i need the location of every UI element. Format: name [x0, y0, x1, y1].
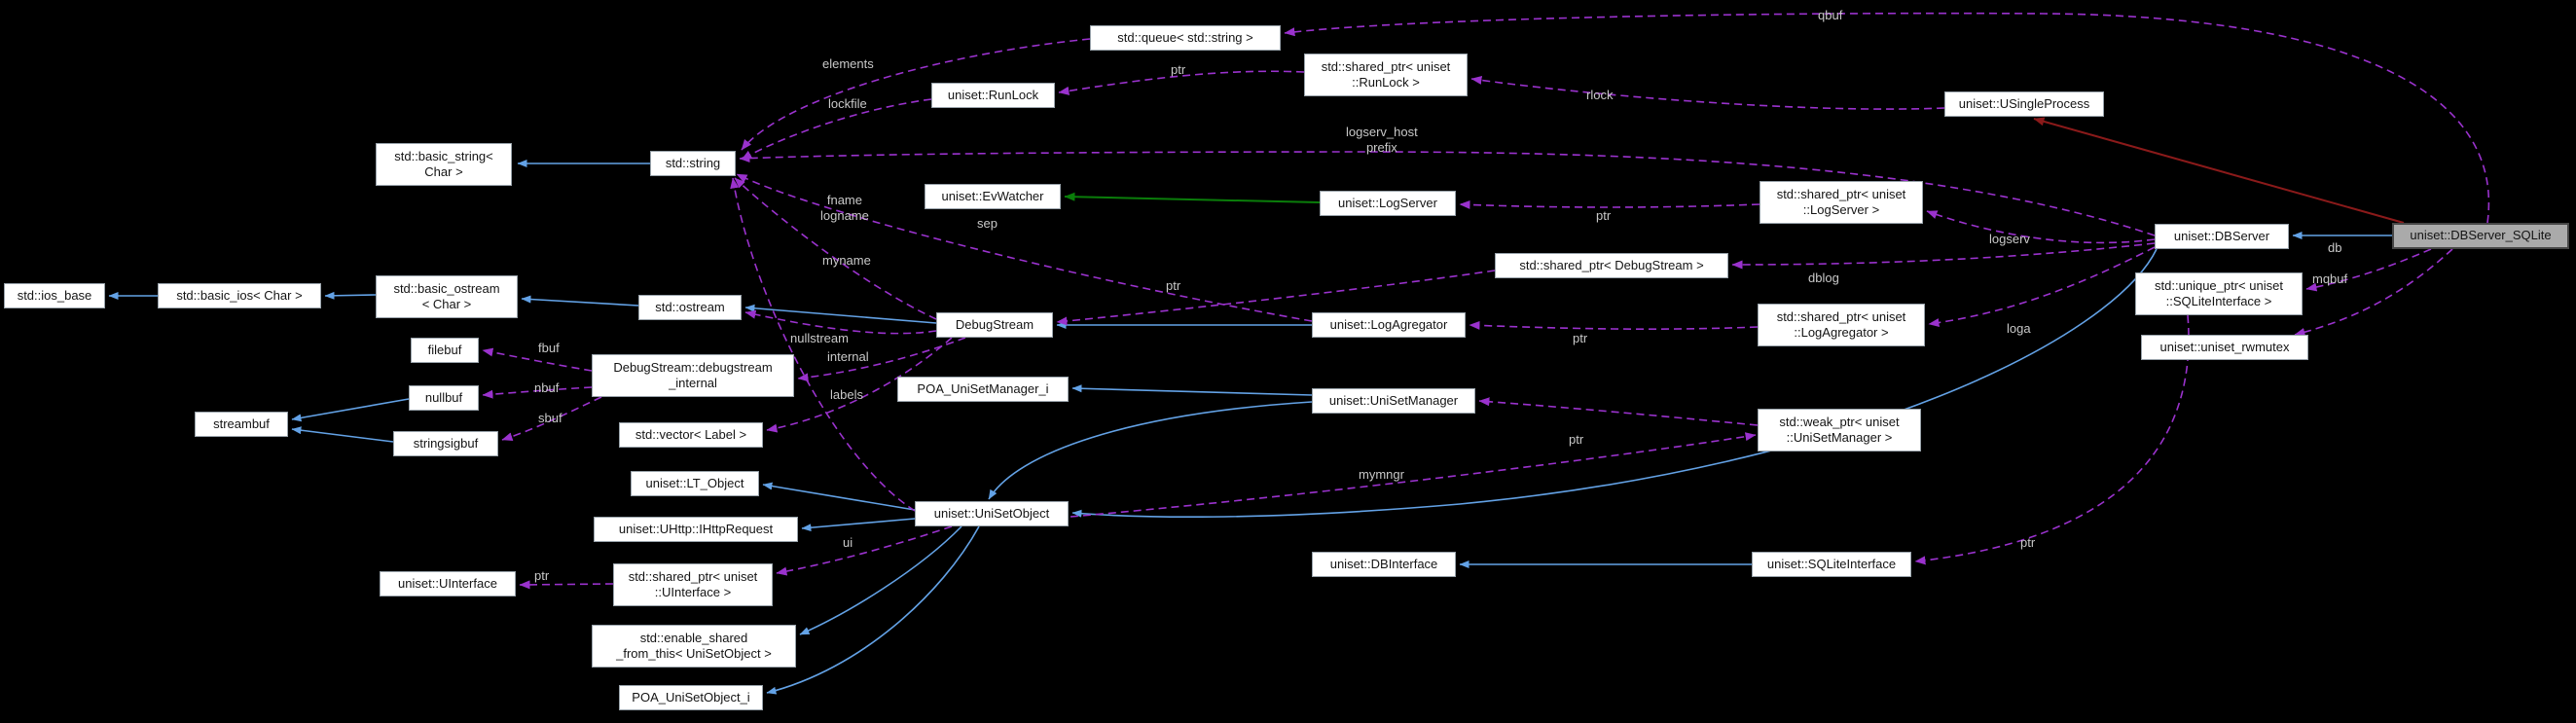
node-lt_object[interactable]: uniset::LT_Object: [631, 471, 759, 496]
edge-up_sqliteinterface-to-sqliteinterface: [1914, 314, 2190, 565]
edge-dbserver-to-sp_logserver: [1926, 210, 2156, 244]
edge-sp_runlock-to-runlock: [1058, 70, 1305, 95]
node-sqliteinterface[interactable]: uniset::SQLiteInterface: [1752, 552, 1911, 577]
edge-dbserver_sqlite-to-usingleprocess: [2033, 117, 2405, 224]
edge-ds_internal-to-stringsigbuf: [501, 396, 602, 442]
edge-stringsigbuf-to-streambuf: [291, 426, 394, 443]
edge-ds_internal-to-nullbuf: [482, 386, 593, 399]
node-stringsigbuf[interactable]: stringsigbuf: [393, 431, 498, 456]
edge-sp_logagregator-to-logagregator: [1469, 320, 1759, 330]
edge-unisetobject-to-sp_uinterface: [776, 525, 953, 576]
edge-dbserver-to-unisetobject: [1071, 248, 2158, 519]
edge-unisetmanager-to-poa_unisetmanager_i: [1071, 384, 1313, 396]
node-unisetobject[interactable]: uniset::UniSetObject: [915, 501, 1069, 526]
node-dbserver[interactable]: uniset::DBServer: [2155, 224, 2289, 249]
node-evwatcher[interactable]: uniset::EvWatcher: [925, 184, 1061, 209]
node-sp_logagregator[interactable]: std::shared_ptr< uniset ::LogAgregator >: [1758, 304, 1925, 346]
edge-dbserver-to-sp_logagregator: [1928, 246, 2156, 328]
node-streambuf[interactable]: streambuf: [195, 412, 288, 437]
node-ios_base[interactable]: std::ios_base: [4, 283, 105, 308]
edge-sp_uinterface-to-uinterface: [519, 580, 614, 590]
edge-usingleprocess-to-sp_runlock: [1470, 76, 1945, 110]
edge-nullbuf-to-streambuf: [291, 398, 410, 422]
edge-dbserver-to-string: [739, 151, 2156, 236]
edge-unisetobject-to-ihttprequest: [801, 518, 916, 532]
node-poa_unisetmanager_i[interactable]: POA_UniSetManager_i: [897, 377, 1069, 402]
edge-debugstream-to-string: [734, 177, 937, 320]
node-unisetmanager[interactable]: uniset::UniSetManager: [1312, 388, 1475, 414]
node-up_sqliteinterface[interactable]: std::unique_ptr< uniset ::SQLiteInterfac…: [2135, 272, 2303, 315]
node-sp_uinterface[interactable]: std::shared_ptr< uniset ::UInterface >: [613, 563, 773, 606]
node-runlock[interactable]: uniset::RunLock: [931, 83, 1055, 108]
node-nullbuf[interactable]: nullbuf: [409, 385, 479, 411]
edge-runlock-to-string: [741, 98, 932, 161]
edge-queue_string-to-string: [741, 38, 1091, 151]
edge-unisetobject-to-lt_object: [762, 482, 916, 511]
node-logserver[interactable]: uniset::LogServer: [1320, 191, 1456, 216]
edge-logagregator-to-string: [736, 173, 1313, 322]
node-basic_ostream[interactable]: std::basic_ostream < Char >: [376, 275, 518, 318]
node-usingleprocess[interactable]: uniset::USingleProcess: [1944, 91, 2104, 117]
node-basic_string[interactable]: std::basic_string< Char >: [376, 143, 512, 186]
edge-dbserver_sqlite-to-up_sqliteinterface: [2305, 248, 2432, 292]
edge-dbserver-to-sp_debugstream: [1731, 242, 2156, 270]
edge-dbserver_sqlite-to-rwmutex: [2294, 248, 2453, 337]
node-ihttprequest[interactable]: uniset::UHttp::IHttpRequest: [594, 517, 798, 542]
edge-sp_logserver-to-logserver: [1459, 199, 1760, 209]
edge-dbserver_sqlite-to-queue_string: [1284, 12, 2490, 224]
edge-wp_unisetmanager-to-unisetmanager: [1478, 397, 1759, 426]
node-sp_logserver[interactable]: std::shared_ptr< uniset ::LogServer >: [1760, 181, 1923, 224]
node-sp_debugstream[interactable]: std::shared_ptr< DebugStream >: [1495, 253, 1728, 278]
edge-ds_internal-to-filebuf: [482, 347, 593, 372]
node-debugstream[interactable]: DebugStream: [936, 312, 1053, 338]
node-string[interactable]: std::string: [650, 151, 736, 176]
node-basic_ios[interactable]: std::basic_ios< Char >: [158, 283, 321, 308]
edge-unisetobject-to-string: [730, 177, 916, 512]
node-wp_unisetmanager[interactable]: std::weak_ptr< uniset ::UniSetManager >: [1758, 409, 1921, 452]
node-poa_unisetobject_i[interactable]: POA_UniSetObject_i: [619, 685, 763, 710]
edge-basic_ostream-to-basic_ios: [324, 291, 377, 300]
edge-debugstream-to-ostream: [744, 309, 937, 335]
edge-sp_debugstream-to-debugstream: [1056, 270, 1496, 326]
node-vector_label[interactable]: std::vector< Label >: [619, 422, 763, 448]
edge-ostream-to-basic_ostream: [521, 295, 639, 307]
node-dbinterface[interactable]: uniset::DBInterface: [1312, 552, 1456, 577]
node-uinterface[interactable]: uniset::UInterface: [380, 571, 516, 596]
edge-unisetmanager-to-unisetobject: [988, 401, 1313, 500]
edge-debugstream-to-ds_internal: [797, 337, 966, 382]
edge-debugstream-to-vector_label: [766, 337, 953, 433]
edge-unisetobject-to-wp_unisetmanager: [1070, 432, 1757, 518]
edge-unisetobject-to-poa_unisetobject_i: [766, 525, 980, 695]
node-dbserver_sqlite: uniset::DBServer_SQLite: [2392, 223, 2569, 249]
edge-unisetobject-to-esft: [799, 525, 962, 635]
node-sp_runlock[interactable]: std::shared_ptr< uniset ::RunLock >: [1304, 54, 1468, 96]
node-queue_string[interactable]: std::queue< std::string >: [1090, 25, 1281, 51]
edge-debugstream-to-ostream: [744, 304, 937, 324]
node-esft[interactable]: std::enable_shared _from_this< UniSetObj…: [592, 625, 796, 668]
edge-logserver-to-evwatcher: [1064, 192, 1321, 203]
node-ds_internal[interactable]: DebugStream::debugstream _internal: [592, 354, 794, 397]
node-rwmutex[interactable]: uniset::uniset_rwmutex: [2141, 335, 2308, 360]
node-logagregator[interactable]: uniset::LogAgregator: [1312, 312, 1466, 338]
node-filebuf[interactable]: filebuf: [411, 338, 479, 363]
node-ostream[interactable]: std::ostream: [638, 295, 742, 320]
